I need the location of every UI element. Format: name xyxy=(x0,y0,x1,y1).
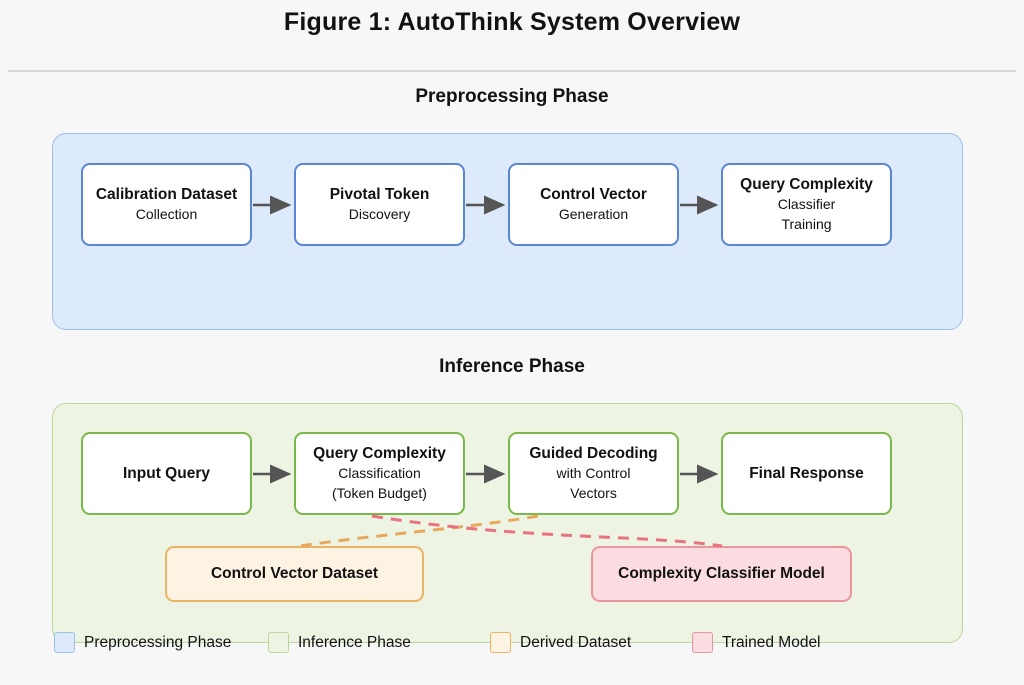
artifact-label: Complexity Classifier Model xyxy=(618,565,825,582)
node-title: Guided Decoding xyxy=(529,444,658,462)
header-divider xyxy=(8,70,1016,72)
legend-swatch-icon xyxy=(490,632,511,653)
node-guided-decoding[interactable]: Guided Decoding with Control Vectors xyxy=(508,432,679,515)
node-title: Final Response xyxy=(749,464,864,482)
node-query-complexity-classification[interactable]: Query Complexity Classification (Token B… xyxy=(294,432,465,515)
artifact-complexity-classifier-model[interactable]: Complexity Classifier Model xyxy=(591,546,852,602)
node-pivotal-token[interactable]: Pivotal Token Discovery xyxy=(294,163,465,246)
inference-phase-heading: Inference Phase xyxy=(439,356,585,377)
legend-item-preprocessing-phase: Preprocessing Phase xyxy=(54,632,231,653)
node-subtitle: Discovery xyxy=(348,206,411,223)
legend-item-inference-phase: Inference Phase xyxy=(268,632,411,653)
legend-label: Preprocessing Phase xyxy=(84,633,232,651)
node-input-query[interactable]: Input Query xyxy=(81,432,252,515)
node-title: Control Vector xyxy=(540,185,647,203)
node-subtitle: Training xyxy=(781,216,832,233)
node-subtitle: Generation xyxy=(558,206,629,223)
page-title: Figure 1: AutoThink System Overview xyxy=(283,8,741,36)
legend-swatch-icon xyxy=(692,632,713,653)
legend-item-derived-dataset: Derived Dataset xyxy=(490,632,631,653)
legend-label: Inference Phase xyxy=(298,633,411,651)
node-calibration-dataset[interactable]: Calibration Dataset Collection xyxy=(81,163,252,246)
node-query-complexity-training[interactable]: Query Complexity Classifier Training xyxy=(721,163,892,246)
node-title: Query Complexity xyxy=(740,175,873,193)
node-subtitle: Collection xyxy=(135,206,198,223)
legend-label: Trained Model xyxy=(722,633,821,651)
node-subtitle: Vectors xyxy=(570,485,617,502)
node-subtitle: Classification xyxy=(338,464,421,481)
node-subtitle: with Control xyxy=(556,464,631,481)
legend-swatch-icon xyxy=(54,632,75,653)
node-title: Pivotal Token xyxy=(329,185,430,203)
node-subtitle: (Token Budget) xyxy=(332,485,427,502)
node-final-response[interactable]: Final Response xyxy=(721,432,892,515)
legend-swatch-icon xyxy=(268,632,289,653)
node-subtitle: Classifier xyxy=(777,195,836,212)
artifact-control-vector-dataset[interactable]: Control Vector Dataset xyxy=(165,546,424,602)
node-control-vector[interactable]: Control Vector Generation xyxy=(508,163,679,246)
legend-label: Derived Dataset xyxy=(520,633,632,651)
preprocessing-phase-heading: Preprocessing Phase xyxy=(415,86,609,107)
node-title: Query Complexity xyxy=(313,444,446,462)
node-title: Input Query xyxy=(123,464,210,482)
artifact-label: Control Vector Dataset xyxy=(210,565,379,582)
legend-item-trained-model: Trained Model xyxy=(692,632,821,653)
node-title: Calibration Dataset xyxy=(95,185,238,203)
